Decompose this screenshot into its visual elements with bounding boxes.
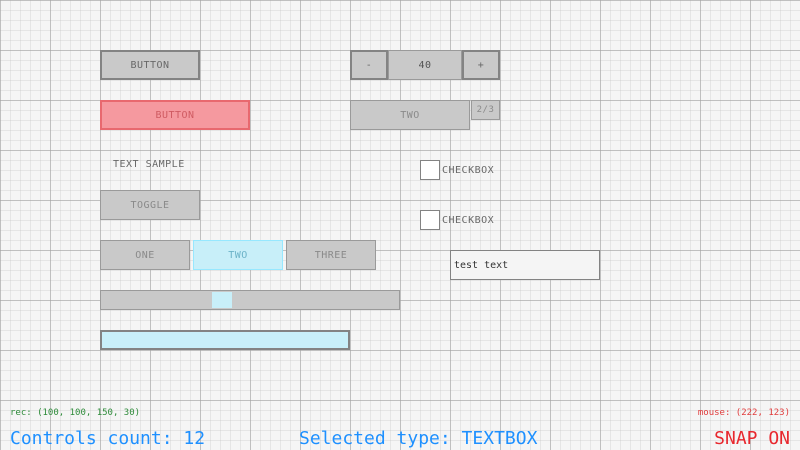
spinner-decrement-button[interactable]: - — [350, 50, 388, 80]
slider[interactable] — [100, 290, 400, 310]
mouse-readout: mouse: (222, 123) — [697, 408, 790, 418]
controls-count: Controls count: 12 — [10, 428, 206, 449]
snap-status: SNAP ON — [714, 428, 790, 449]
button-hot[interactable]: BUTTON — [100, 100, 250, 130]
combo-box-counter[interactable]: 2/3 — [471, 100, 500, 120]
toggle-button[interactable]: TOGGLE — [100, 190, 200, 220]
checkbox-1[interactable] — [420, 160, 440, 180]
spinner-increment-button[interactable]: + — [462, 50, 500, 80]
spinner-value[interactable]: 40 — [388, 50, 462, 80]
selected-type: Selected type: TEXTBOX — [299, 428, 538, 449]
button-normal[interactable]: BUTTON — [100, 50, 200, 80]
checkbox-1-label: CHECKBOX — [442, 165, 495, 176]
toggle-group-three[interactable]: THREE — [286, 240, 376, 270]
checkbox-2[interactable] — [420, 210, 440, 230]
combo-box[interactable]: TWO — [350, 100, 470, 130]
text-sample-label: TEXT SAMPLE — [113, 159, 185, 170]
toggle-group-two[interactable]: TWO — [193, 240, 283, 270]
toggle-group-one[interactable]: ONE — [100, 240, 190, 270]
rec-readout: rec: (100, 100, 150, 30) — [10, 408, 141, 418]
progress-bar — [100, 330, 350, 350]
checkbox-2-label: CHECKBOX — [442, 215, 495, 226]
slider-thumb[interactable] — [212, 292, 232, 308]
text-box[interactable]: test text — [450, 250, 600, 280]
